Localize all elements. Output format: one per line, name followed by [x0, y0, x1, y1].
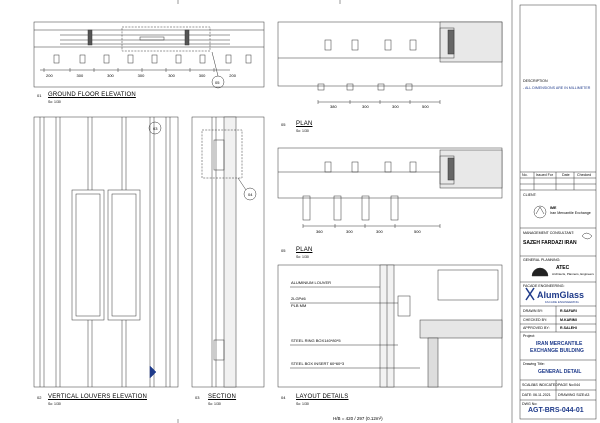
dim: 500	[414, 229, 421, 234]
project-line2: EXCHANGE BUILDING	[530, 348, 584, 354]
note-plb: PLB MM	[291, 303, 307, 308]
drawing-size-value: A3	[585, 393, 590, 397]
note-glass: 2LGP#6	[291, 296, 306, 301]
view-scale: Sc: 1/30	[48, 402, 61, 406]
page-label: PAGE No:	[558, 383, 575, 387]
view-title: PLAN	[296, 247, 313, 253]
dim: 300	[362, 104, 369, 109]
view-number: 02	[37, 395, 42, 400]
date-value: 06.11.2021	[533, 393, 551, 397]
approved-by: R.SALEHI	[560, 326, 577, 330]
scale-label: SCALE:	[522, 383, 535, 387]
client-short: IME	[550, 206, 557, 210]
note-louver: ALUMINIUM LOUVER	[291, 280, 332, 285]
dim: 300	[198, 73, 206, 78]
view-number: 01	[37, 93, 42, 98]
facade-name: AlumGlass	[537, 290, 585, 300]
checked-label: CHECKED BY:	[523, 318, 548, 322]
view-scale: Sc: 1/30	[48, 100, 61, 104]
dwg-number: AGT-BRS-044-01	[528, 407, 584, 414]
sheet-size-note: H/B = 420 / 297 (0.12m²)	[333, 416, 383, 421]
view-scale: Sc: 1/30	[296, 129, 309, 133]
view-number: 04	[281, 395, 286, 400]
checked-by: M.KARIMI	[560, 318, 577, 322]
page-value: 044	[574, 383, 580, 387]
view-title: LAYOUT DETAILS	[296, 394, 349, 400]
planning-name: ATEC	[556, 265, 570, 271]
consultant-label: MANAGEMENT CONSULTANT:	[523, 231, 575, 235]
dim: 300	[76, 73, 84, 78]
dim: 380	[330, 104, 337, 109]
dim: 360	[316, 229, 323, 234]
view-number: 05	[281, 248, 286, 253]
project-label: Project:	[523, 334, 536, 338]
dim: 300	[107, 73, 114, 78]
consultant-name: SAZEH FARDAZI IRAN	[523, 240, 577, 246]
dim: 300	[346, 229, 353, 234]
drawn-label: DRAWN BY:	[523, 309, 544, 313]
description-label: DESCRIPTION	[523, 79, 548, 83]
view-title: VERTICAL LOUVERS ELEVATION	[48, 394, 148, 400]
drawing-title: GENERAL DETAIL	[538, 369, 582, 375]
view-title: GROUND FLOOR ELEVATION	[48, 92, 136, 98]
callout-number: 03	[153, 126, 158, 131]
drawing-title-label: Drawing Title:	[523, 362, 545, 366]
view-title: SECTION	[208, 394, 237, 400]
dim: 300	[168, 73, 175, 78]
dim: 300	[137, 73, 145, 78]
client-name: Iran Mercantile Exchange	[550, 211, 591, 215]
view-scale: Sc: 1/30	[296, 255, 309, 259]
dim: 200	[229, 73, 236, 78]
ground-floor-dimensions: 200 300 300 300 300 300 200	[46, 73, 236, 78]
dwg-label: DWG No:	[522, 402, 538, 406]
callout-number: 04	[248, 192, 253, 197]
rev-header-issued: Issued For	[536, 173, 553, 177]
approved-label: APPROVED BY:	[523, 326, 550, 330]
facade-sub: FACADE ENGINEERING	[545, 300, 579, 304]
view-number: 03	[195, 395, 200, 400]
scale-value: AS INDICATED	[533, 383, 558, 387]
view-number: 05	[281, 122, 286, 127]
drawn-by: R.SAFARI	[560, 309, 577, 313]
callout-number: 05	[215, 80, 220, 85]
planning-sub: Architects, Planners, Engineers	[552, 272, 594, 276]
rev-header-date: Date	[562, 173, 570, 177]
view-title: PLAN	[296, 121, 313, 127]
note-steel-box: STEEL BOX INSERT 60*60*3	[291, 361, 345, 366]
dim: 300	[392, 104, 399, 109]
view-scale: Sc: 1/30	[208, 402, 221, 406]
planning-label: GENERAL PLANNING:	[523, 258, 561, 262]
view-scale: Sc: 1/30	[296, 402, 309, 406]
dim: 300	[376, 229, 383, 234]
drawing-size-label: DRAWING SIZE:	[558, 393, 586, 397]
rev-header-checked: Checked	[577, 173, 592, 177]
date-label: DATE:	[522, 393, 533, 397]
description-note: - ALL DIMENSIONS ARE IN MILLIMETER	[523, 86, 591, 90]
dim: 500	[422, 104, 429, 109]
rev-header-no: No.	[522, 173, 528, 177]
note-steel-ring: STEEL RING BOX140*80*5	[291, 338, 341, 343]
facade-label: FACADE ENGINEERING:	[523, 284, 565, 288]
dim: 200	[46, 73, 53, 78]
project-line1: IRAN MERCANTILE	[536, 341, 583, 347]
client-label: CLIENT:	[523, 193, 537, 197]
